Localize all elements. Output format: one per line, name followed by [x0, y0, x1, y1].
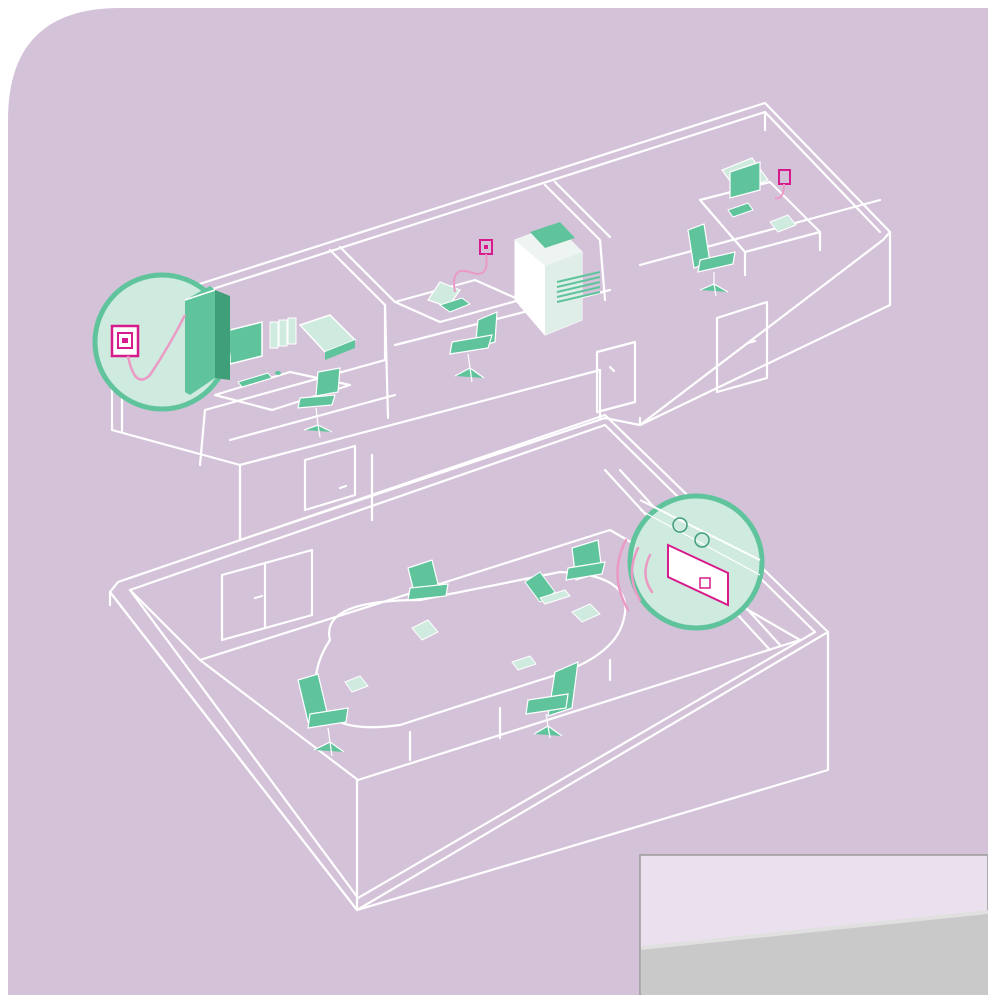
- access-point-zoom-bubble: [630, 496, 762, 628]
- monitor-icon: [230, 322, 262, 364]
- inset-photo-panel: [640, 855, 988, 995]
- wall-socket-icon: [112, 326, 138, 356]
- binders-icon: [270, 318, 296, 348]
- socket-zoom-bubble: [95, 275, 230, 409]
- background-panel: [8, 8, 988, 995]
